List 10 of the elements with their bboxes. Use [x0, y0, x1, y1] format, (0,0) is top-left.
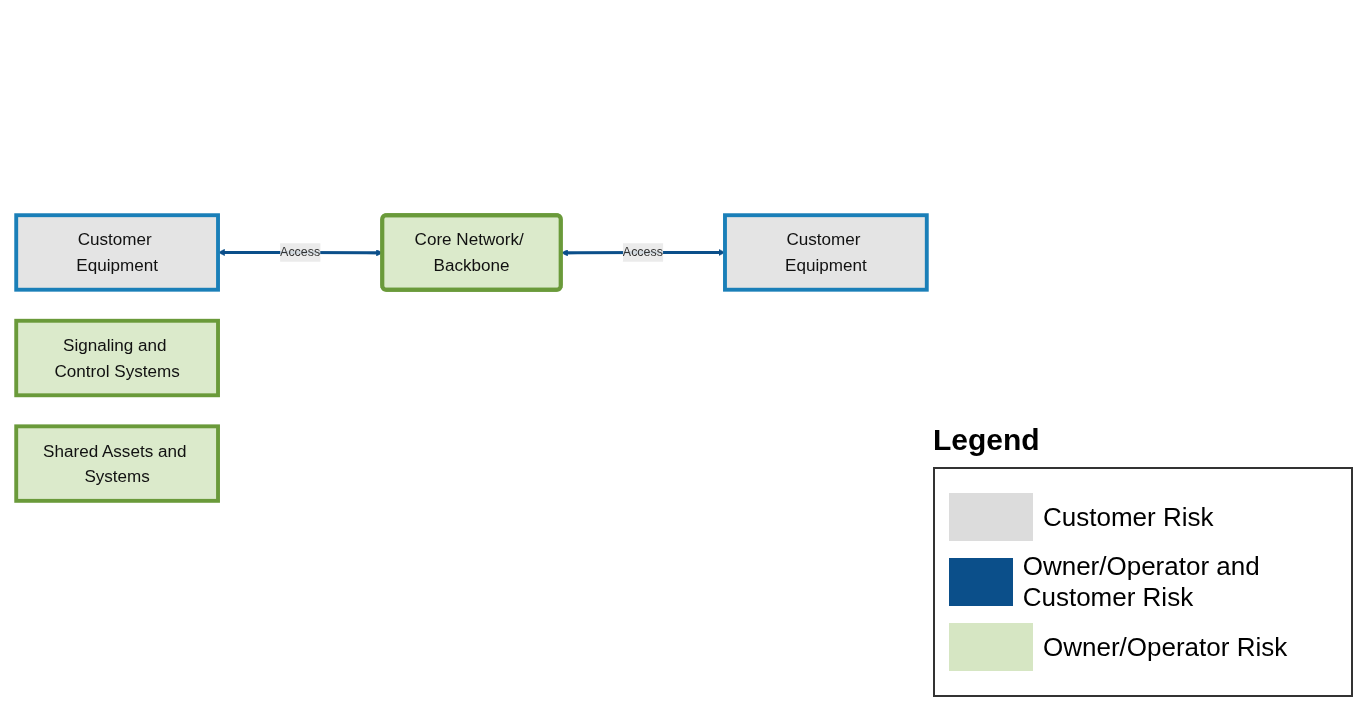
node-box: Customer Equipment — [14, 213, 220, 293]
legend-text: Owner/Operator and Customer Risk — [1022, 551, 1261, 613]
legend-heading: Legend — [933, 423, 1041, 457]
node-box: Shared Assets and Systems — [14, 424, 220, 504]
node-box: Signaling and Control Systems — [14, 319, 220, 398]
edge-label: Access — [280, 245, 321, 260]
legend-text: Owner/Operator Risk — [1043, 631, 1288, 663]
edge-label: Access — [622, 245, 663, 260]
node-box: Customer Equipment — [723, 213, 929, 293]
legend-text: Customer Risk — [1043, 501, 1214, 533]
